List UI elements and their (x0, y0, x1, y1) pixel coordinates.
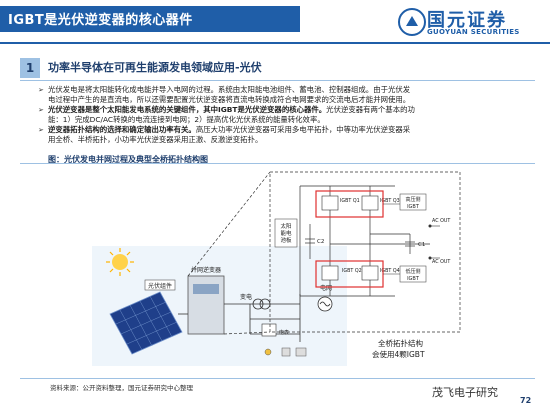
section-number: 1 (20, 58, 40, 78)
meter-label: 电表 (279, 329, 289, 336)
pv-label: 光伏组件 (148, 282, 172, 290)
bullet-line: 光伏发电是将太阳能转化成电能并导入电网的过程。系统由太阳能电池组件、蓄电池、控制… (48, 85, 411, 94)
inverter-label: 并网逆变器 (191, 266, 221, 274)
meter-icon (261, 323, 277, 337)
high-side-label: 高压侧 (405, 196, 420, 203)
bullet-line: 光伏逆变器有两个基本的功 (326, 105, 415, 114)
appliance-icons (264, 347, 307, 357)
bullet-item: ➢ 光伏逆变器是整个太阳能发电系统的关键组件，其中IGBT是光伏逆变器的核心器件… (38, 105, 538, 125)
q3-label: IGBT Q3 (380, 198, 400, 204)
page-number: 72 (520, 396, 532, 405)
low-side-label: IGBT (407, 276, 420, 282)
solar-battery-box (274, 218, 298, 248)
igbt-q4-icon (361, 265, 379, 281)
footer-divider (20, 378, 535, 379)
section-divider (20, 80, 535, 81)
igbt-q3-icon (361, 195, 379, 211)
header-divider (0, 42, 550, 44)
bullet-bold: 光伏逆变器是整个太阳能发电系统的关键组件，其中IGBT是光伏逆变器的核心器件。 (48, 105, 327, 114)
pv-label-box (144, 279, 176, 291)
solar-panel-icon (109, 291, 183, 355)
battery-label-line: 能电 (280, 229, 292, 237)
figure-note: 全桥拓扑结构 (378, 339, 423, 348)
figure-caption: 图：光伏发电并网过程及典型全桥拓扑结构图 (48, 155, 208, 164)
igbt-q1-icon (321, 195, 339, 211)
ac-out-label: AC OUT (432, 218, 450, 224)
battery-label-line: 太阳 (280, 222, 291, 230)
bullet-item: ➢ 逆变器拓扑结构的选择和确定输出功率有关。高压大功率光伏逆变器可采用多电平拓扑… (38, 125, 538, 145)
grid-label: 电网 (320, 284, 332, 292)
bullet-line: 高压大功率光伏逆变器可采用多电平拓扑，中等功率光伏逆变器采 (195, 125, 411, 134)
title-bar (0, 6, 300, 32)
footer-source: 资料来源：公开资料整理，国元证券研究中心整理 (50, 384, 193, 392)
logo-icon (398, 8, 426, 36)
igbt-q2-icon (321, 265, 339, 281)
logo-text: 国元证券 (427, 10, 507, 31)
watermark: 茂飞电子研究 (432, 386, 498, 399)
ac-out-label: AC OUT (432, 259, 450, 265)
figure-divider (20, 163, 535, 164)
q1-label: IGBT Q1 (340, 198, 360, 204)
battery-label-line: 池板 (280, 236, 292, 244)
bullet-arrow-icon: ➢ (38, 126, 44, 134)
bullet-arrow-icon: ➢ (38, 106, 44, 114)
grid-tower-icon (317, 296, 333, 312)
bullet-arrow-icon: ➢ (38, 86, 44, 94)
transformer-label: 变电 (240, 293, 252, 301)
pv-grid-diagram: 光伏组件 并网逆变器 变电 电网 电表 太阳 能电 (92, 171, 461, 366)
bullet-line: 能：1）完成DC/AC转换的电流连接到电网；2）提高优化光伏系统的能量转化效率。 (48, 115, 325, 124)
q2-label: IGBT Q2 (342, 268, 362, 274)
bullet-line: 电过程中产生的是直流电，所以还需要配置光伏逆变器将直流电转换成符合电网要求的交流… (48, 95, 411, 104)
full-bridge-circuit: 太阳 能电 池板 C2 C1 IGBT Q1 IGBT Q2 IGBT Q3 (274, 184, 450, 297)
low-side-label: 低压侧 (405, 268, 420, 275)
page-title: IGBT是光伏逆变器的核心器件 (8, 13, 193, 28)
high-side-label: IGBT (407, 204, 420, 210)
c2-label: C2 (317, 239, 324, 245)
logo-subtext: GUOYUAN SECURITIES (427, 28, 520, 36)
bullet-list: ➢ 光伏发电是将太阳能转化成电能并导入电网的过程。系统由太阳能电池组件、蓄电池、… (38, 85, 538, 145)
bullet-bold: 逆变器拓扑结构的选择和确定输出功率有关。 (48, 125, 196, 134)
zoom-lines (187, 171, 461, 335)
section-title: 功率半导体在可再生能源发电领域应用-光伏 (48, 61, 262, 74)
high-side-label-box (399, 193, 427, 211)
figure-note: 会使用4颗IGBT (372, 350, 425, 359)
bullet-item: ➢ 光伏发电是将太阳能转化成电能并导入电网的过程。系统由太阳能电池组件、蓄电池、… (38, 85, 538, 105)
c1-label: C1 (418, 242, 425, 248)
bullet-line: 用全桥、半桥拓扑，小功率光伏逆变器采用正激、反激逆变拓扑。 (48, 135, 263, 144)
q4-label: IGBT Q4 (380, 268, 400, 274)
sun-icon (106, 248, 134, 276)
